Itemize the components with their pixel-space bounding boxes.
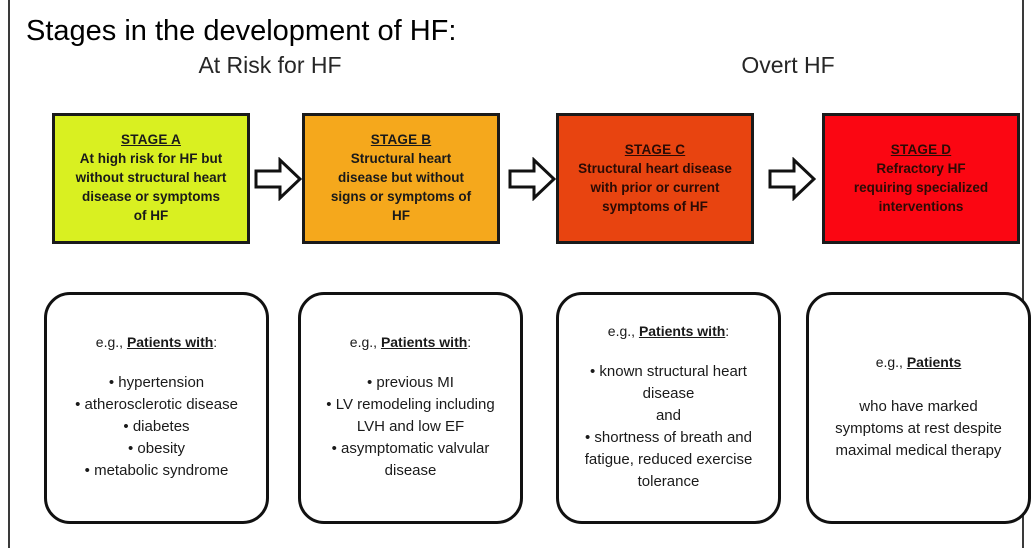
example-box-stage-b[interactable]: e.g., Patients with: • previous MI • LV r…	[298, 292, 523, 524]
text-line: disease	[642, 385, 695, 402]
eg-emphasis: Patients with	[638, 323, 726, 339]
example-d-list: who have marked symptoms at rest despite m…	[835, 396, 1002, 462]
text-line: • metabolic syndrome	[84, 462, 229, 479]
text-line: • obesity	[128, 440, 185, 457]
text-line: fatigue, reduced exercise	[584, 451, 753, 468]
eg-suffix: :	[467, 334, 472, 350]
text-line: Refractory HF	[876, 160, 966, 176]
example-c-list: • known structural heart disease and • shor…	[585, 361, 753, 493]
stage-d-description: Refractory HF requiring specialized interv…	[854, 159, 988, 216]
text-line: of HF	[133, 208, 169, 223]
text-line: without structural heart	[75, 170, 227, 185]
text-line: disease or symptoms	[81, 189, 221, 204]
text-line: maximal medical therapy	[835, 442, 1002, 459]
eg-suffix: :	[725, 323, 730, 339]
text-line: HF	[392, 208, 410, 223]
group-label-overt: Overt HF	[741, 52, 835, 78]
text-line: disease	[384, 462, 437, 479]
eg-prefix: e.g.,	[349, 334, 381, 350]
eg-emphasis: Patients	[906, 354, 962, 370]
text-line: signs or symptoms of	[330, 189, 472, 204]
stage-c-description: Structural heart disease with prior or cu…	[578, 159, 732, 216]
example-box-stage-a[interactable]: e.g., Patients with: • hypertension • ath…	[44, 292, 269, 524]
right-arrow-icon	[254, 156, 303, 202]
group-label-at-risk: At Risk for HF	[198, 52, 342, 78]
stage-a-description: At high risk for HF but without structura…	[76, 149, 227, 225]
text-line: Structural heart disease	[578, 160, 732, 176]
text-line: • LV remodeling including	[326, 396, 495, 413]
text-line: tolerance	[637, 473, 700, 490]
stage-box-c[interactable]: STAGE C Structural heart disease with pri…	[556, 113, 754, 244]
stage-b-title: STAGE B	[370, 132, 432, 147]
text-line: interventions	[878, 198, 964, 214]
text-line: At high risk for HF but	[79, 151, 223, 166]
stage-c-title: STAGE C	[624, 141, 686, 157]
eg-suffix: :	[213, 334, 218, 350]
eg-emphasis: Patients with	[380, 334, 468, 350]
example-a-list: • hypertension • atherosclerotic disease •…	[75, 372, 238, 482]
eg-prefix: e.g.,	[607, 323, 639, 339]
text-line: LVH and low EF	[356, 418, 465, 435]
text-line: with prior or current	[590, 179, 720, 195]
text-line: • previous MI	[367, 374, 454, 391]
example-d-heading: e.g., Patients	[876, 354, 962, 370]
example-c-heading: e.g., Patients with:	[608, 323, 729, 339]
slide-frame-right-rule	[1022, 0, 1024, 548]
text-line: • shortness of breath and	[584, 429, 752, 446]
text-line: • known structural heart	[589, 363, 747, 380]
right-arrow-icon	[768, 156, 817, 202]
page-title: Stages in the development of HF:	[26, 15, 457, 47]
stage-d-title: STAGE D	[890, 141, 952, 157]
stage-a-title: STAGE A	[121, 132, 181, 147]
stage-box-a[interactable]: STAGE A At high risk for HF but without s…	[52, 113, 250, 244]
slide-frame-left-rule	[8, 0, 10, 548]
text-line: symptoms of HF	[602, 198, 708, 214]
example-box-stage-d[interactable]: e.g., Patients who have marked symptoms a…	[806, 292, 1031, 524]
right-arrow-icon	[508, 156, 557, 202]
stage-b-description: Structural heart disease but without signs…	[331, 149, 471, 225]
text-line: and	[655, 407, 681, 424]
eg-prefix: e.g.,	[95, 334, 127, 350]
stage-box-b[interactable]: STAGE B Structural heart disease but with…	[302, 113, 500, 244]
eg-emphasis: Patients with	[126, 334, 214, 350]
stage-box-d[interactable]: STAGE D Refractory HF requiring specializ…	[822, 113, 1020, 244]
text-line: • diabetes	[123, 418, 190, 435]
text-line: disease but without	[337, 170, 464, 185]
example-box-stage-c[interactable]: e.g., Patients with: • known structural …	[556, 292, 781, 524]
eg-prefix: e.g.,	[875, 354, 907, 370]
text-line: Structural heart	[350, 151, 452, 166]
text-line: requiring specialized	[853, 179, 989, 195]
text-line: • atherosclerotic disease	[75, 396, 238, 413]
text-line: • asymptomatic valvular	[331, 440, 490, 457]
text-line: who have marked	[859, 398, 978, 415]
text-line: symptoms at rest despite	[835, 420, 1002, 437]
text-line: • hypertension	[108, 374, 205, 391]
example-b-heading: e.g., Patients with:	[350, 334, 471, 350]
example-a-heading: e.g., Patients with:	[96, 334, 217, 350]
